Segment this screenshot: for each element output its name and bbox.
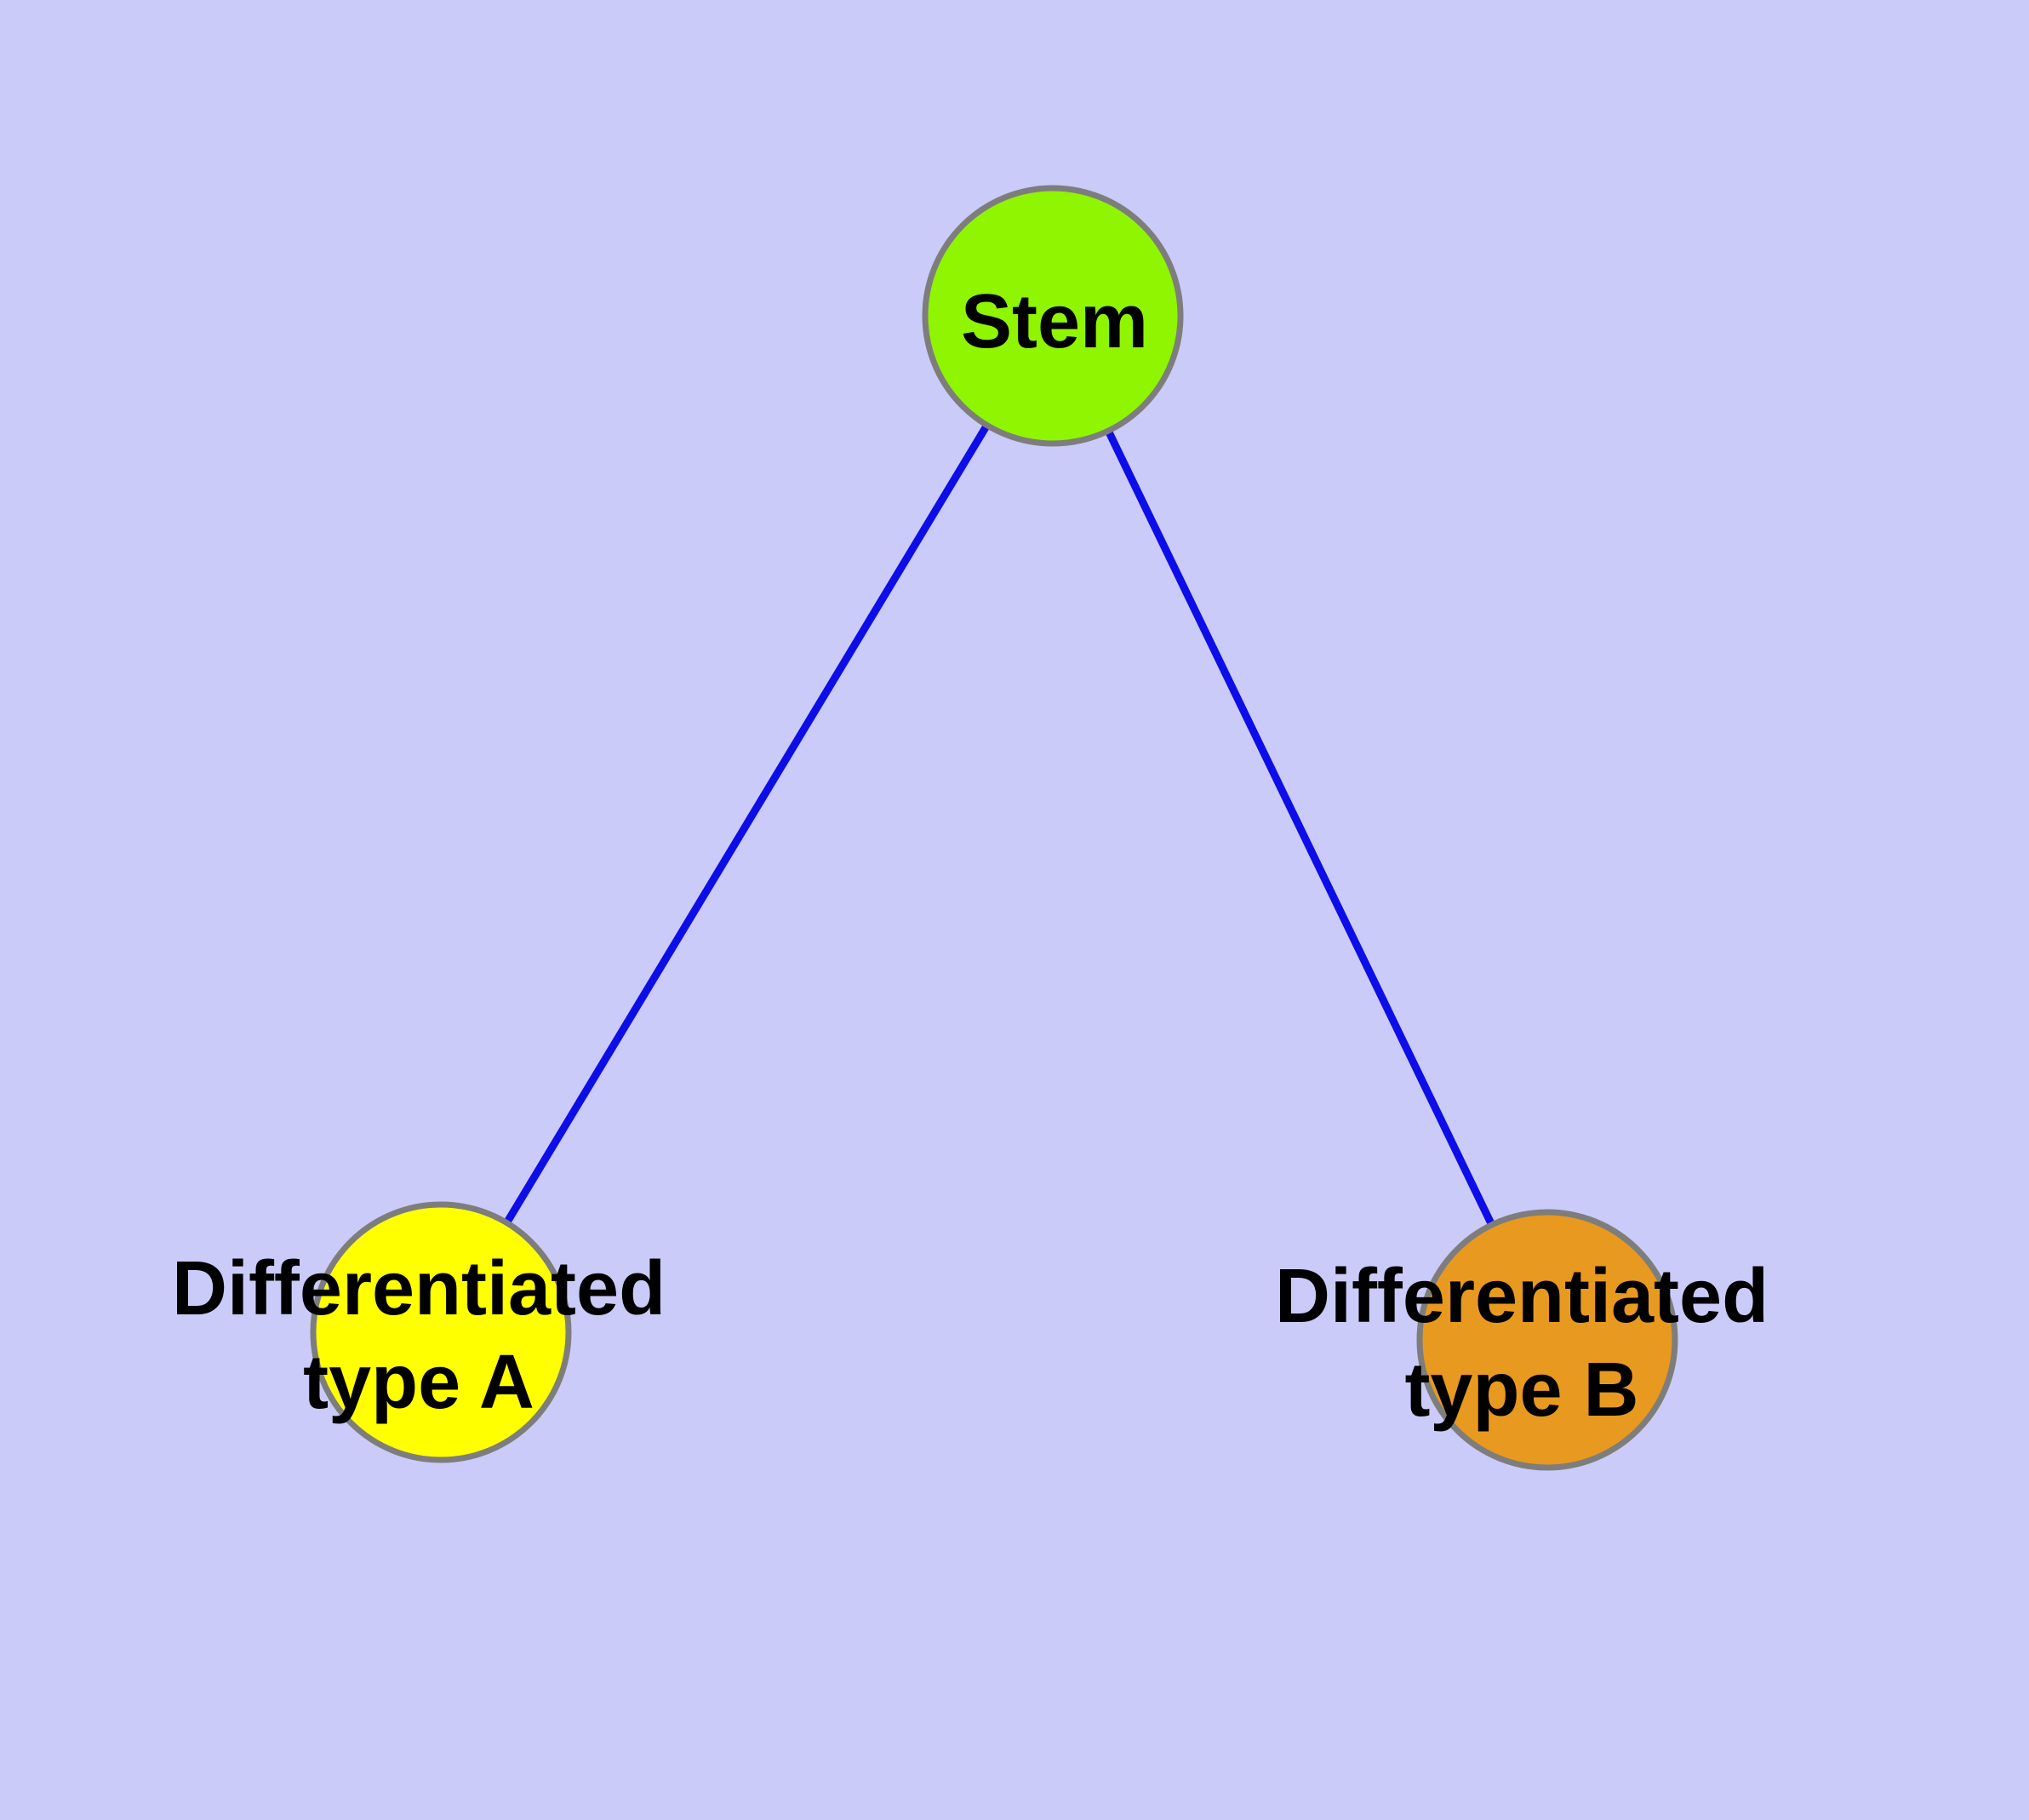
node-stem: [922, 185, 1184, 447]
node-label-stem: Stem: [960, 279, 1149, 365]
node-differentiated-type-a: [310, 1201, 572, 1463]
node-differentiated-type-b: [1416, 1209, 1678, 1471]
edge-stem-to-type-a: [437, 313, 1056, 1335]
node-label-differentiated-type-a: Differentiated type A: [171, 1246, 666, 1425]
edge-stem-to-type-b: [1049, 314, 1552, 1342]
node-label-differentiated-type-b: Differentiated type B: [1274, 1254, 1769, 1433]
